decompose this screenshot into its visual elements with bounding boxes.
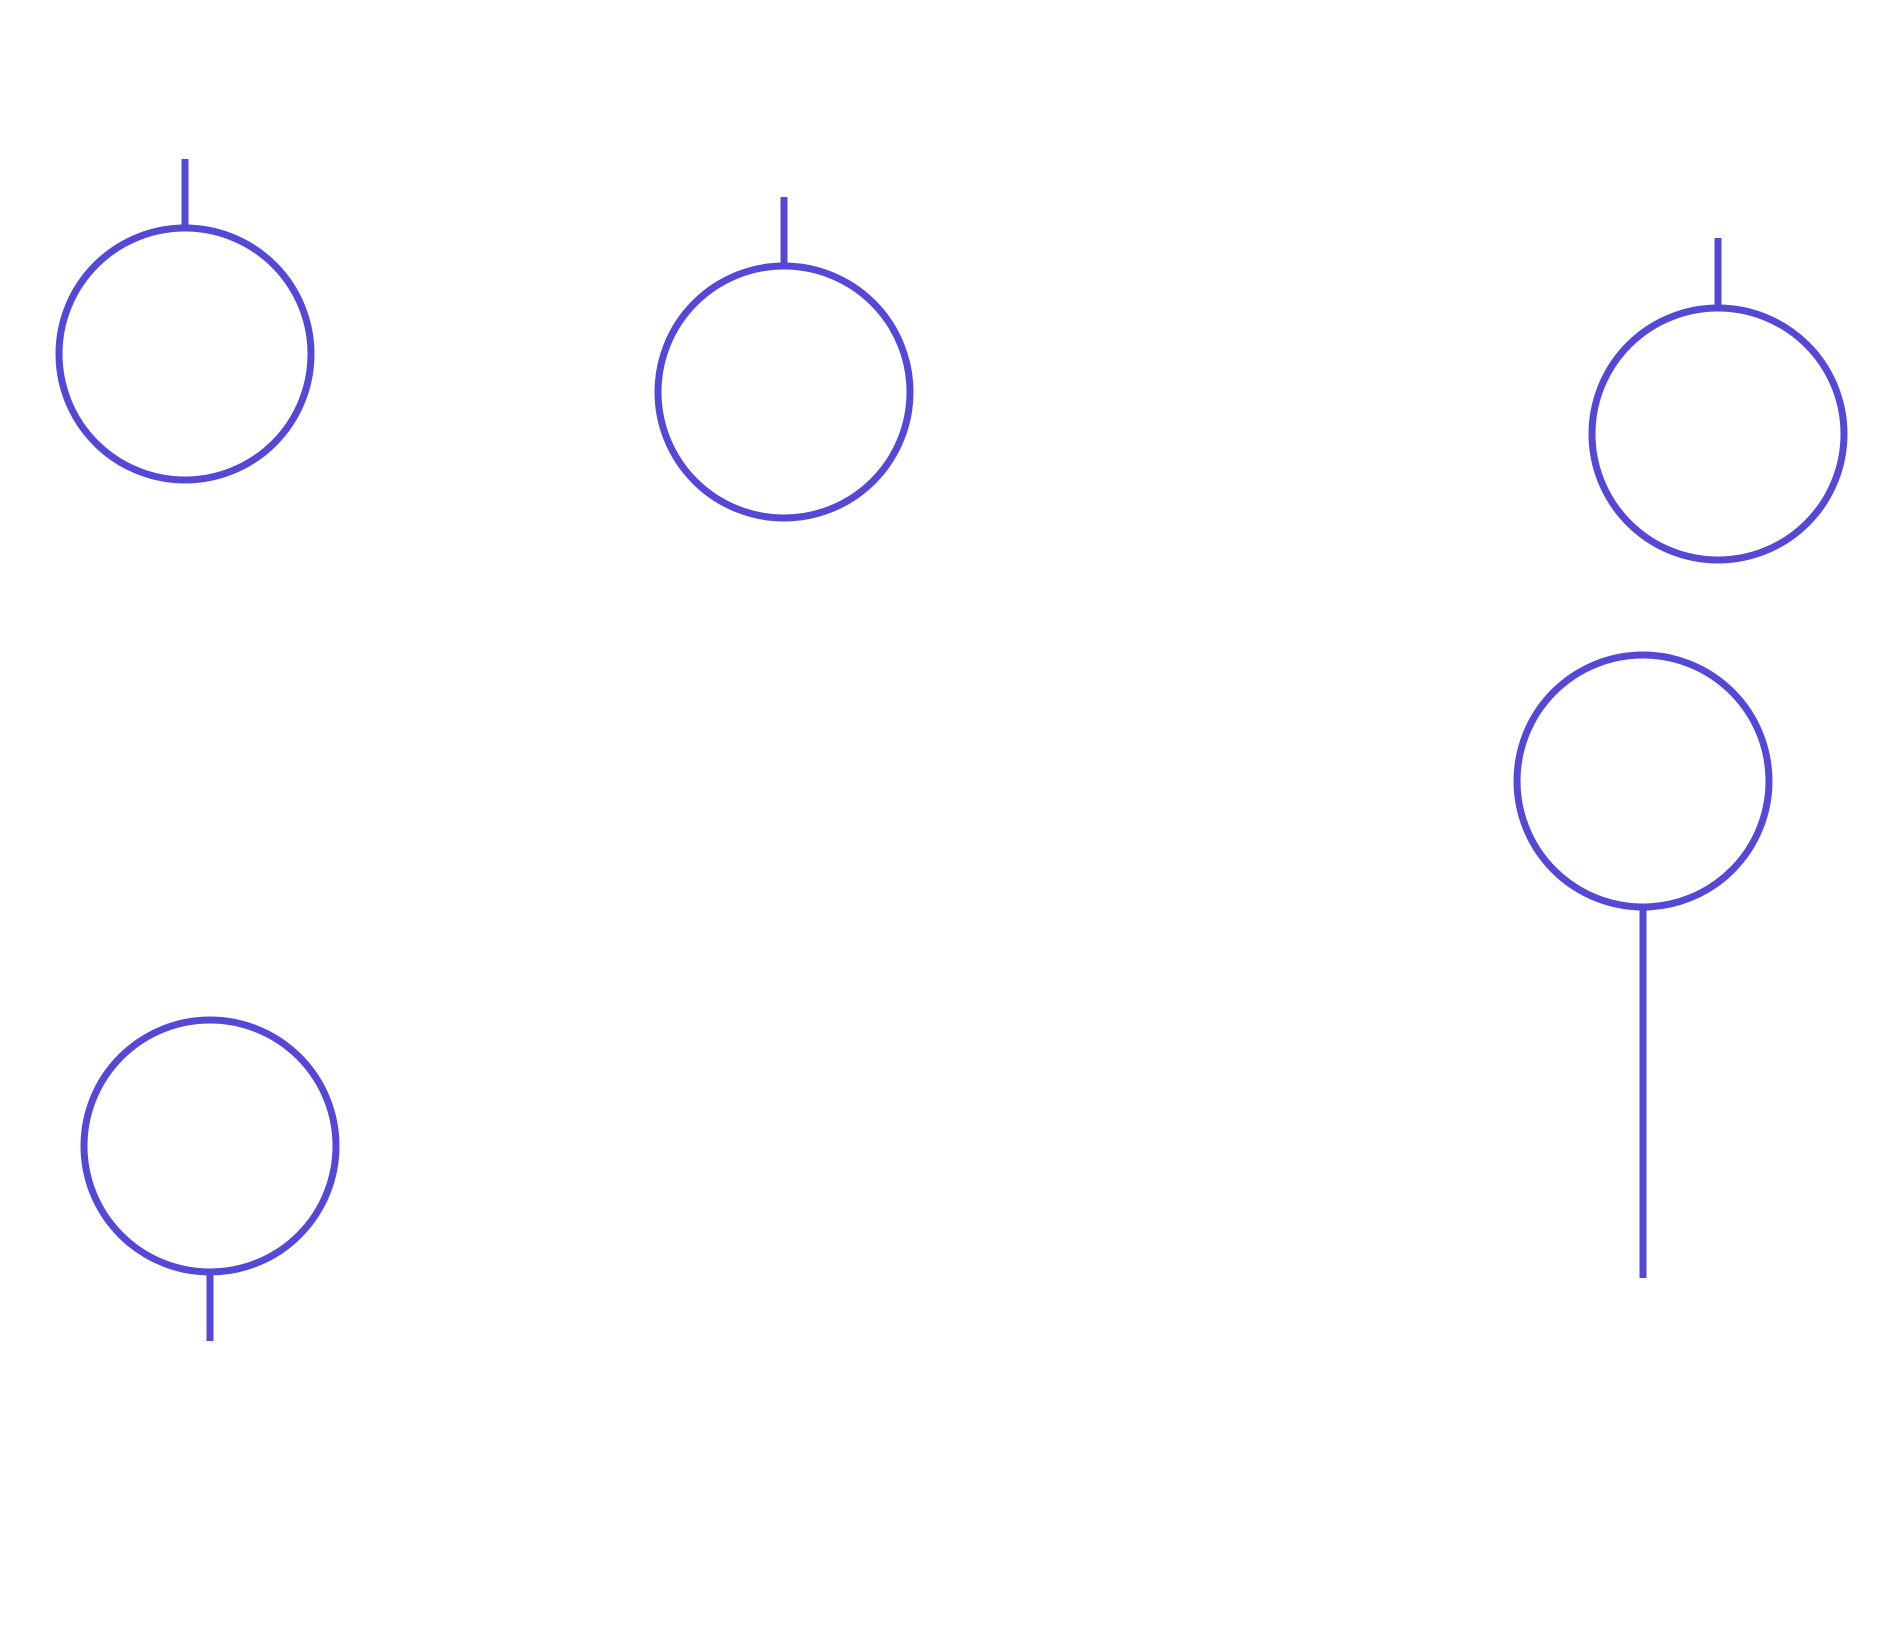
- pin-middle-right-circle: [1513, 651, 1773, 911]
- pin-top-middle-circle: [654, 262, 914, 522]
- pin-top-middle: [654, 197, 914, 522]
- pin-top-left-circle: [55, 224, 315, 484]
- pin-top-left: [55, 159, 315, 484]
- pin-middle-right: [1513, 651, 1773, 1278]
- pin-top-right: [1588, 238, 1848, 564]
- pin-bottom-left: [80, 1016, 340, 1341]
- pin-bottom-left-circle: [80, 1016, 340, 1276]
- pin-top-right-circle: [1588, 304, 1848, 564]
- shapes-layer: [55, 159, 1848, 1341]
